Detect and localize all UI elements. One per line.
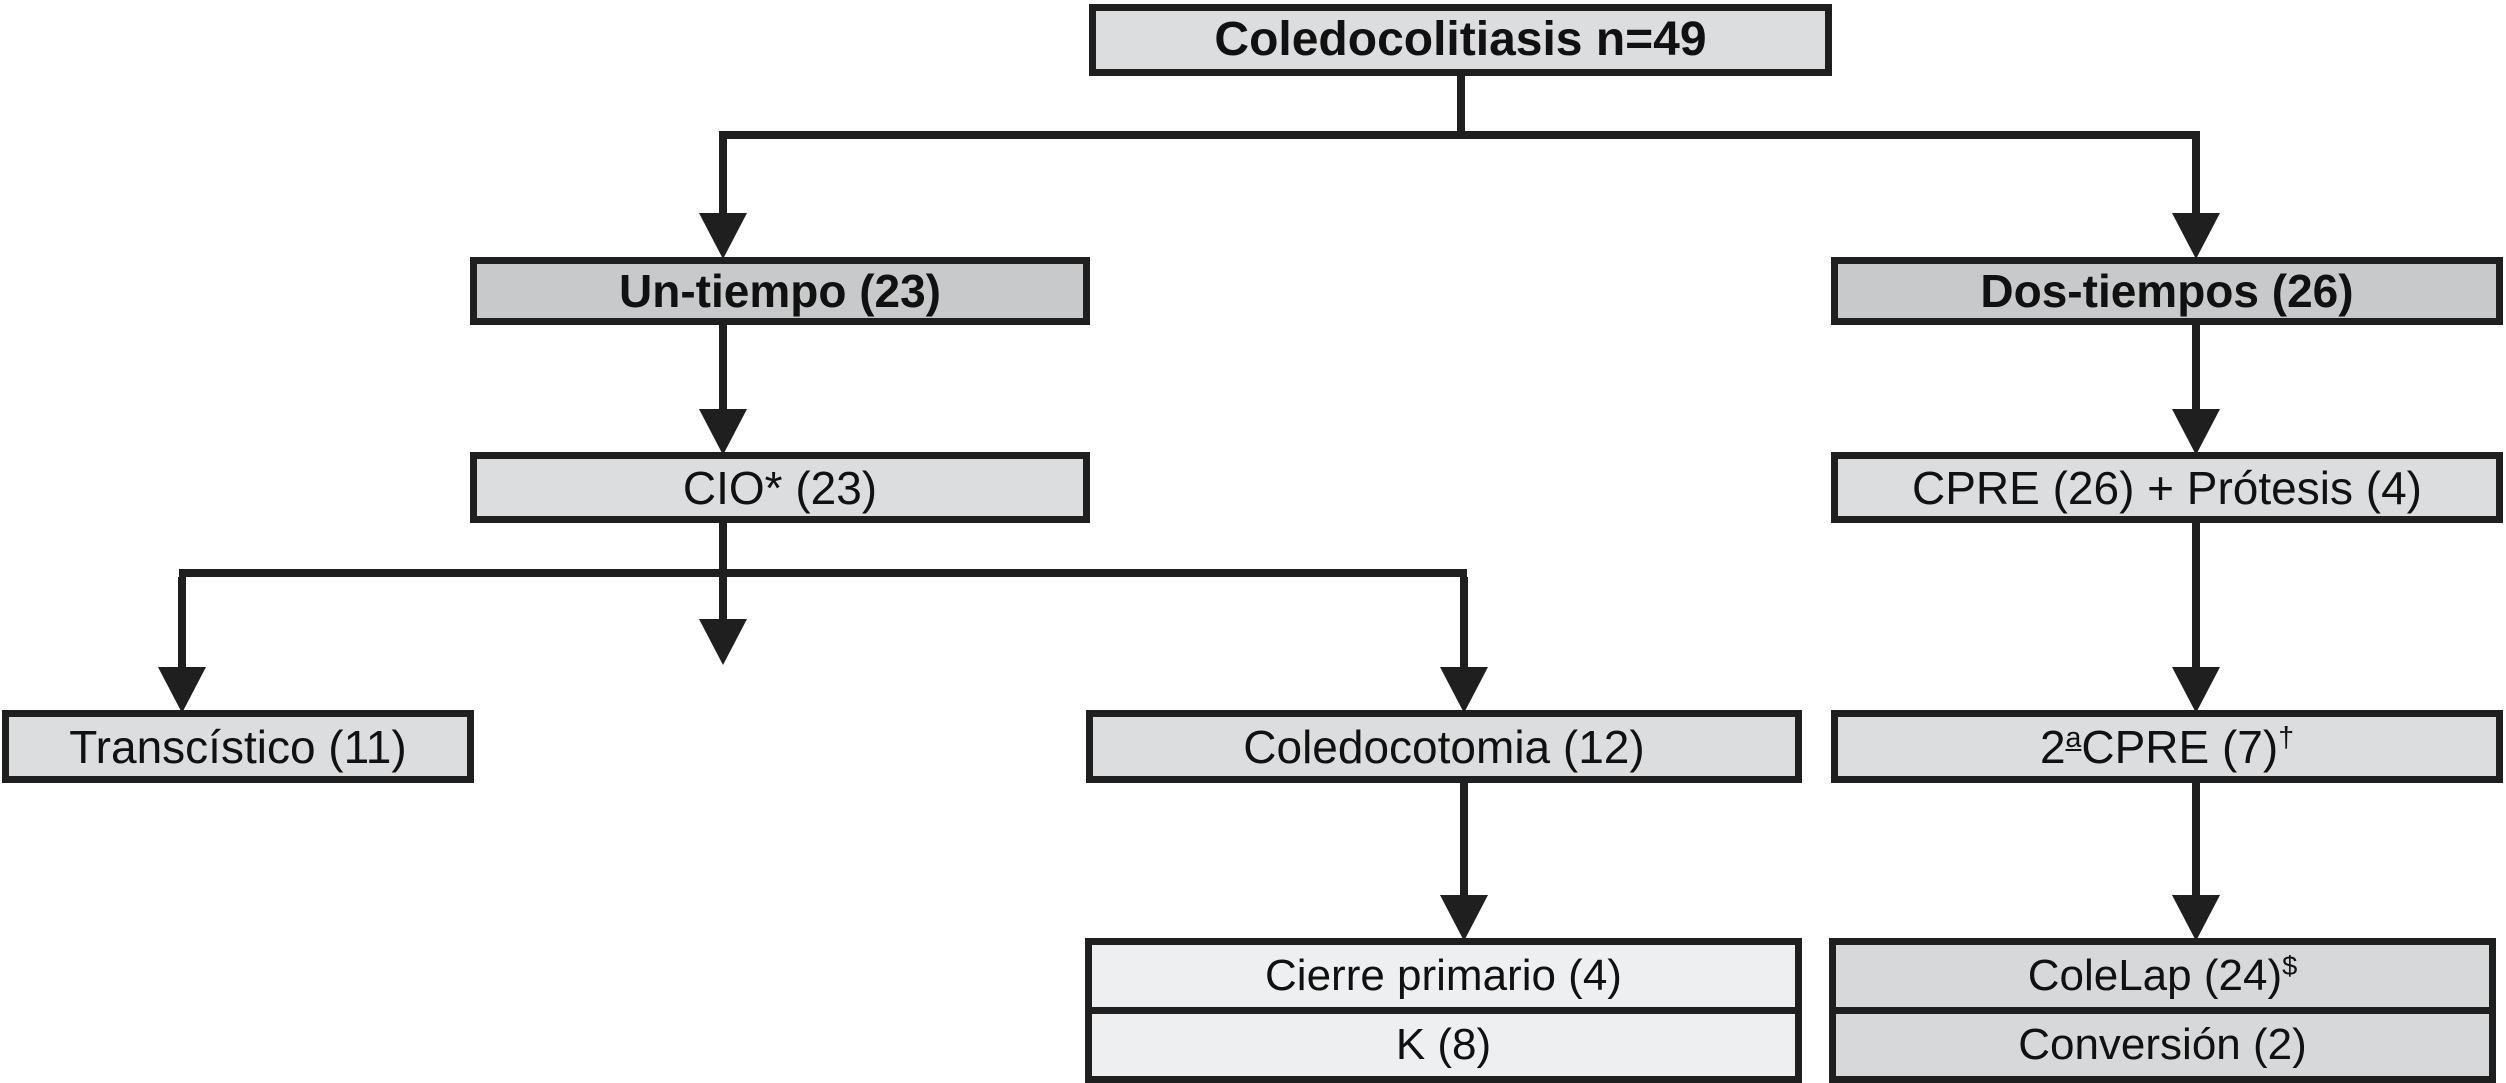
connector-subbranch-to-transcistico <box>158 577 206 713</box>
node-cpre-protesis: CPRE (26) + Prótesis (4) <box>1831 452 2503 523</box>
node-colelap-label: ColeLap (24)$ <box>2027 951 2298 1000</box>
segunda-cpre-ordinal-superscript: a <box>2065 721 2082 754</box>
connector-root-to-branch <box>719 76 2200 139</box>
connector-subbranch-middle-stub <box>699 577 747 665</box>
arrowhead-down-icon <box>2172 667 2220 713</box>
node-coledocolitiasis: Coledocolitiasis n=49 <box>1089 4 1832 76</box>
stack-cierre-k: Cierre primario (4) K (8) <box>1085 938 1802 1083</box>
colelap-main: ColeLap (24) <box>2027 951 2283 1000</box>
arrowhead-down-icon <box>2172 895 2220 941</box>
arrowhead-down-icon <box>699 213 747 259</box>
connector-branch-to-un-tiempo <box>699 139 747 259</box>
connector-dos-tiempos-to-cpre <box>2172 325 2220 455</box>
arrowhead-down-icon <box>158 667 206 713</box>
connector-coledocotomia-to-cierre <box>1440 783 1488 941</box>
segunda-cpre-rest: CPRE (7) <box>2081 720 2279 773</box>
dollar-footnote-icon: $ <box>2282 950 2298 981</box>
connector-cpre-to-segunda-cpre <box>2172 523 2220 713</box>
connector-subbranch-to-coledocotomia <box>1440 577 1488 713</box>
connector-cio-to-subbranch <box>179 523 1467 577</box>
node-dos-tiempos: Dos-tiempos (26) <box>1831 257 2503 325</box>
arrowhead-down-icon <box>1440 895 1488 941</box>
stack-colelap-conversion: ColeLap (24)$ Conversión (2) <box>1829 938 2496 1083</box>
arrowhead-down-icon <box>2172 213 2220 259</box>
node-kehr: K (8) <box>1092 1007 1795 1076</box>
node-transcistico-label: Transcístico (11) <box>69 720 407 773</box>
node-cierre-primario-label: Cierre primario (4) <box>1265 951 1622 1000</box>
arrowhead-down-icon <box>699 409 747 455</box>
arrowhead-down-icon <box>2172 409 2220 455</box>
node-conversion-label: Conversión (2) <box>2018 1020 2307 1069</box>
node-segunda-cpre-label: 2aCPRE (7)† <box>2040 724 2294 770</box>
node-un-tiempo: Un-tiempo (23) <box>470 257 1090 325</box>
node-cierre-primario: Cierre primario (4) <box>1092 945 1795 1007</box>
node-segunda-cpre: 2aCPRE (7)† <box>1831 710 2503 783</box>
segunda-cpre-prefix: 2 <box>2039 720 2066 773</box>
connector-un-tiempo-to-cio <box>699 325 747 455</box>
dagger-footnote-icon: † <box>2278 721 2295 754</box>
connector-segunda-cpre-to-colelap <box>2172 783 2220 941</box>
connector-branch-to-dos-tiempos <box>2172 139 2220 259</box>
node-coledocolitiasis-label: Coledocolitiasis n=49 <box>1214 13 1707 66</box>
arrowhead-down-icon <box>1440 667 1488 713</box>
node-coledocotomia: Coledocotomia (12) <box>1086 710 1802 783</box>
node-coledocotomia-label: Coledocotomia (12) <box>1243 720 1645 773</box>
arrowhead-down-icon <box>699 619 747 665</box>
node-cio: CIO* (23) <box>470 452 1090 523</box>
node-cio-label: CIO* (23) <box>682 461 878 514</box>
node-conversion: Conversión (2) <box>1836 1007 2489 1076</box>
node-transcistico: Transcístico (11) <box>2 710 474 783</box>
node-kehr-label: K (8) <box>1395 1020 1492 1069</box>
node-dos-tiempos-label: Dos-tiempos (26) <box>1980 265 2354 317</box>
node-un-tiempo-label: Un-tiempo (23) <box>619 265 941 317</box>
node-colelap: ColeLap (24)$ <box>1836 945 2489 1007</box>
node-cpre-protesis-label: CPRE (26) + Prótesis (4) <box>1912 461 2422 514</box>
